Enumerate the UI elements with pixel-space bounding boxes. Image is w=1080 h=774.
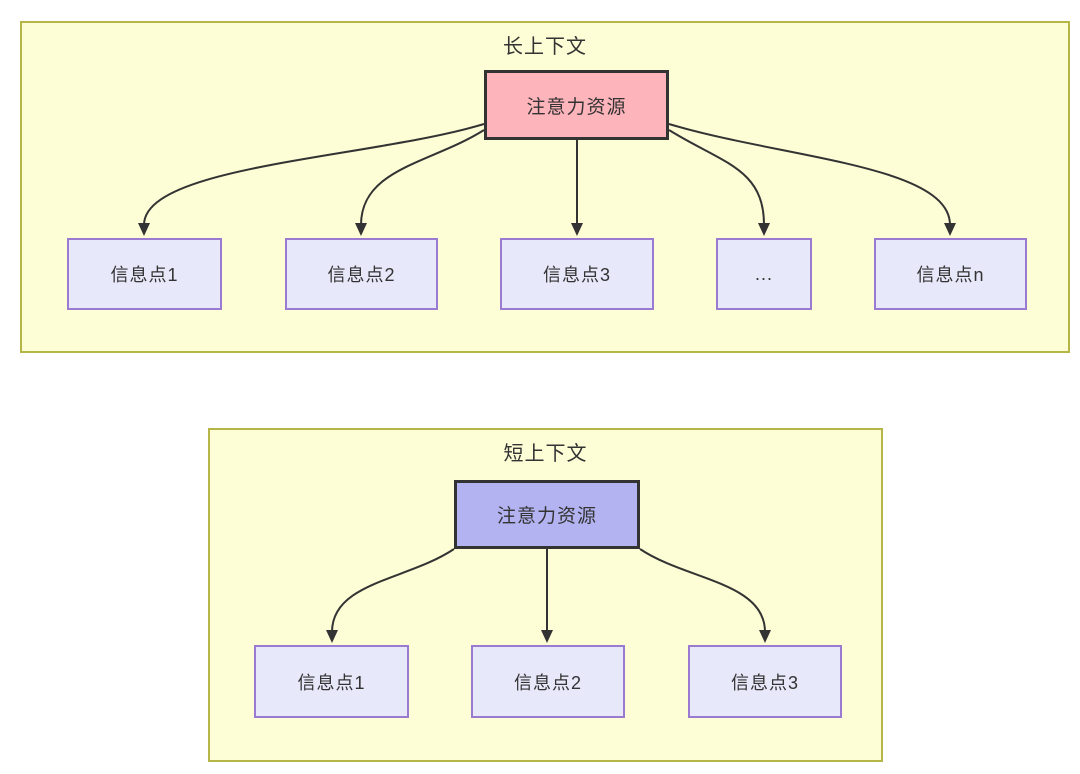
arrow-to-info-2 — [541, 549, 553, 643]
arrow-to-info-ellipsis — [668, 129, 770, 236]
long-context-panel: 长上下文 注意力资源 信息点1 — [20, 21, 1070, 353]
arrow-to-info-3 — [571, 140, 583, 236]
info-point-node-3: 信息点3 — [500, 238, 654, 310]
info-point-node-ellipsis: ... — [716, 238, 812, 310]
info-point-node-2: 信息点2 — [471, 645, 625, 718]
info-point-node-3: 信息点3 — [688, 645, 842, 718]
arrow-to-info-2 — [355, 129, 485, 236]
arrow-to-info-1 — [138, 123, 485, 236]
arrow-to-info-1 — [326, 548, 455, 643]
info-point-node-2: 信息点2 — [285, 238, 438, 310]
long-context-title: 长上下文 — [503, 36, 587, 58]
attention-resource-node-long: 注意力资源 — [484, 70, 669, 140]
arrow-to-info-n — [668, 123, 956, 236]
info-point-node-n: 信息点n — [874, 238, 1027, 310]
attention-resource-node-short: 注意力资源 — [454, 480, 640, 549]
short-context-panel: 短上下文 注意力资源 信息点1 信息点2 信息点3 — [208, 428, 883, 762]
info-point-node-1: 信息点1 — [67, 238, 222, 310]
info-point-node-1: 信息点1 — [254, 645, 409, 718]
arrow-to-info-3 — [639, 548, 771, 643]
short-context-title: 短上下文 — [503, 443, 588, 465]
